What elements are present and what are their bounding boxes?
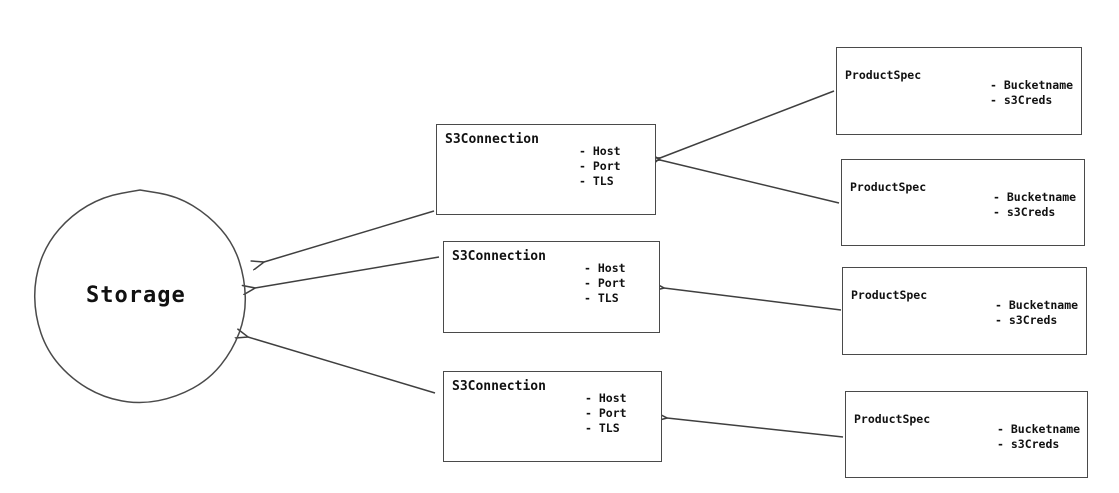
connection-box[interactable]: S3Connection - Host- Port- TLS	[443, 371, 662, 462]
spec-box[interactable]: ProductSpec - Bucketname- s3Creds	[841, 159, 1085, 246]
edge-conn3-to-storage	[248, 337, 436, 394]
connection-box[interactable]: S3Connection - Host- Port- TLS	[436, 124, 656, 215]
connection-attribute: - TLS	[584, 291, 619, 305]
connection-attribute: - Port	[585, 406, 627, 420]
edge-conn1-to-storage	[264, 210, 435, 262]
spec-attribute: - Bucketname	[995, 298, 1079, 312]
spec-attribute: - Bucketname	[990, 78, 1074, 92]
connection-title: S3Connection	[452, 249, 546, 264]
spec-box[interactable]: ProductSpec - Bucketname- s3Creds	[836, 47, 1082, 135]
spec-attribute: - Bucketname	[997, 422, 1081, 436]
edge-spec1-to-conn1	[660, 90, 835, 158]
spec-title: ProductSpec	[854, 412, 931, 426]
edge-spec2-to-conn1	[660, 160, 840, 204]
spec-attribute: - s3Creds	[993, 205, 1056, 219]
spec-attribute: - s3Creds	[997, 437, 1060, 451]
connection-attributes: - Host- Port- TLS	[585, 391, 627, 436]
edge-spec3-to-conn2	[664, 288, 842, 311]
connection-attribute: - TLS	[579, 174, 614, 188]
edge-spec4-to-conn3	[667, 418, 844, 438]
connection-attributes: - Host- Port- TLS	[579, 144, 621, 189]
spec-attribute: - s3Creds	[990, 93, 1053, 107]
connection-box[interactable]: S3Connection - Host- Port- TLS	[443, 241, 660, 333]
connection-title: S3Connection	[445, 132, 539, 147]
connection-attribute: - Port	[579, 159, 621, 173]
spec-box[interactable]: ProductSpec - Bucketname- s3Creds	[842, 267, 1087, 355]
connection-attributes: - Host- Port- TLS	[584, 261, 626, 306]
edge-conn2-to-storage	[255, 256, 440, 288]
spec-title: ProductSpec	[845, 68, 922, 82]
spec-attribute: - Bucketname	[993, 190, 1077, 204]
spec-box[interactable]: ProductSpec - Bucketname- s3Creds	[845, 391, 1088, 478]
connection-attribute: - Host	[585, 391, 627, 405]
spec-title: ProductSpec	[851, 288, 928, 302]
spec-attribute: - s3Creds	[995, 313, 1058, 327]
connection-attribute: - Host	[584, 261, 626, 275]
connection-attribute: - TLS	[585, 421, 620, 435]
storage-node-label: Storage	[86, 283, 186, 308]
connection-attribute: - Host	[579, 144, 621, 158]
spec-attributes: - Bucketname- s3Creds	[995, 298, 1078, 328]
spec-attributes: - Bucketname- s3Creds	[990, 78, 1073, 108]
spec-attributes: - Bucketname- s3Creds	[997, 422, 1080, 452]
connection-attribute: - Port	[584, 276, 626, 290]
spec-attributes: - Bucketname- s3Creds	[993, 190, 1076, 220]
spec-title: ProductSpec	[850, 180, 927, 194]
connection-title: S3Connection	[452, 379, 546, 394]
